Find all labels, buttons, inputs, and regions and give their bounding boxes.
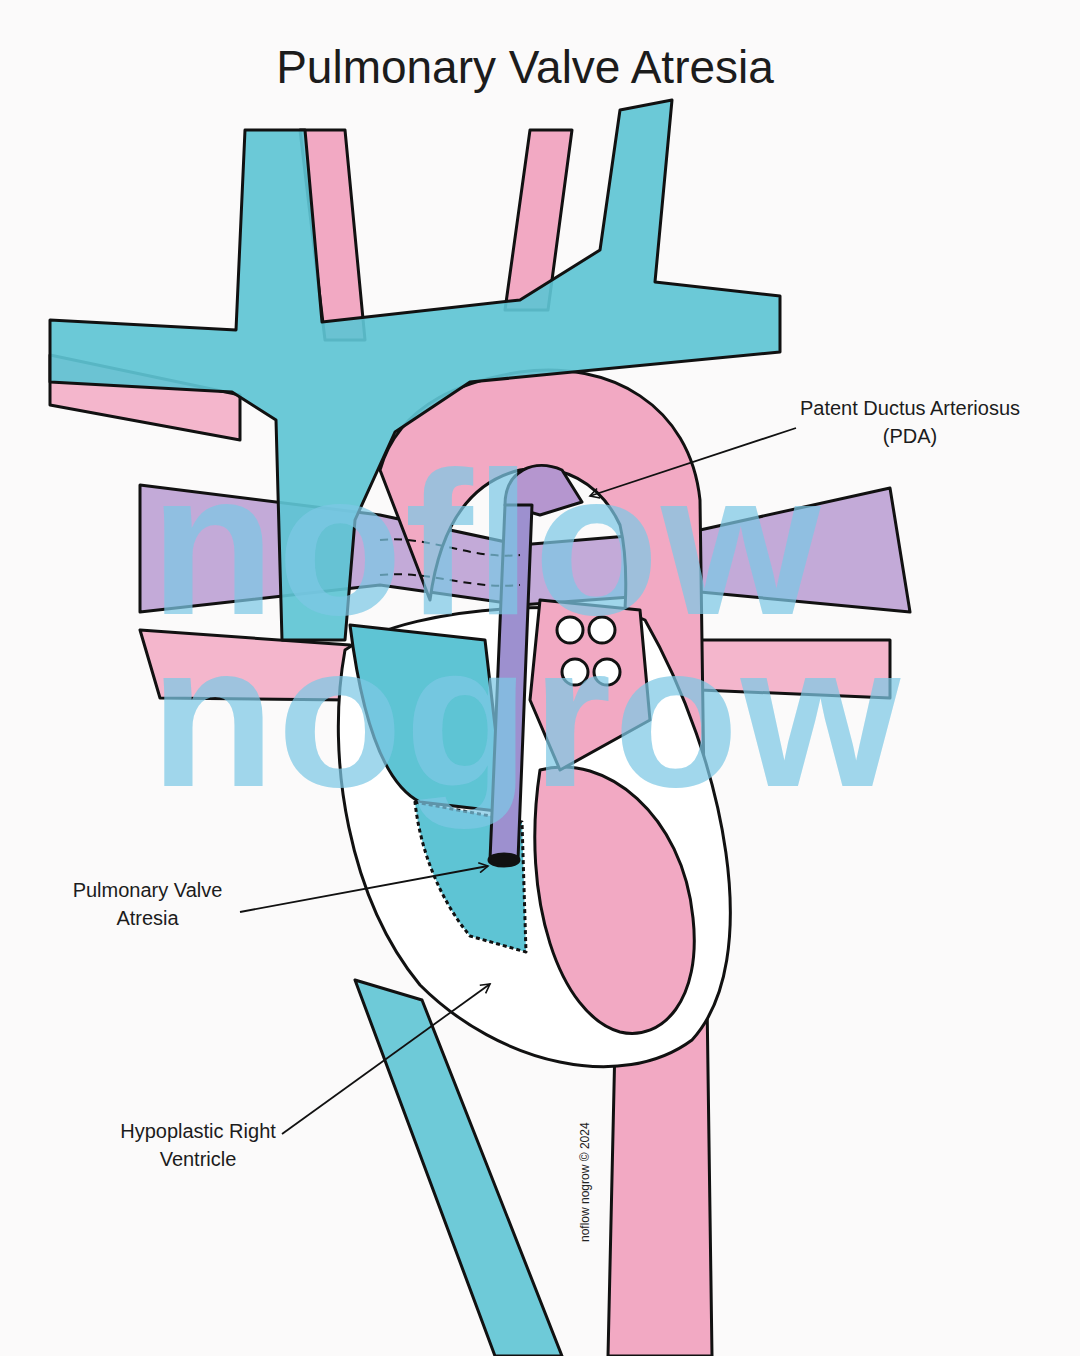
leader-line <box>240 866 488 912</box>
title: Pulmonary Valve Atresia <box>0 40 1050 95</box>
atretic-valve <box>489 854 519 866</box>
callout-label: Hypoplastic Right Ventricle <box>118 1117 278 1173</box>
inferior-vena-cava <box>355 980 562 1356</box>
leader-line <box>282 984 490 1134</box>
callout-label: Pulmonary Valve Atresia <box>55 876 240 932</box>
watermark: nogrow <box>150 612 902 817</box>
copyright-note: noflow nogrow © 2024 <box>578 1122 592 1242</box>
